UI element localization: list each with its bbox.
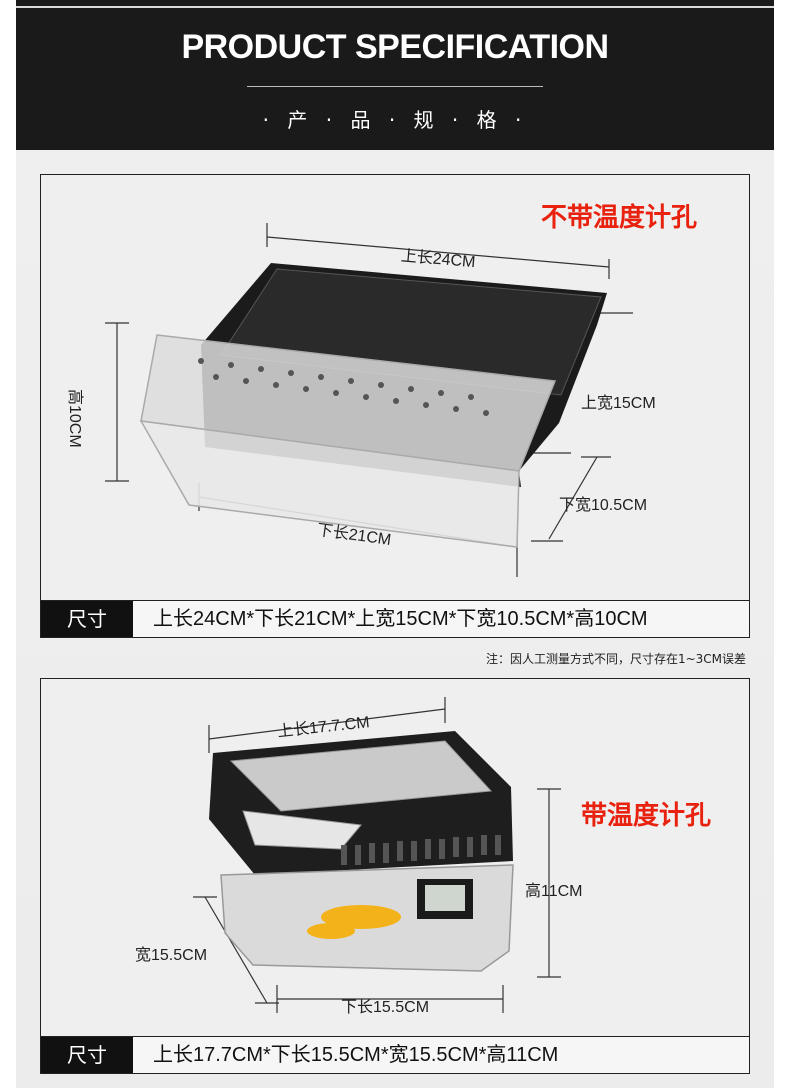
spec-bar-2: 尺寸 上长17.7CM*下长15.5CM*宽15.5CM*高11CM	[41, 1036, 749, 1073]
dim-bottom-length: 下长15.5CM	[341, 999, 430, 1016]
dim-height: 高11CM	[525, 883, 583, 900]
product-panel-with-thermometer: 带温度计孔 上长17.7.CM 高11CM 宽15.5CM 下长15.5CM 尺…	[40, 678, 750, 1074]
box-illustration-1	[105, 223, 633, 577]
dim-width: 宽15.5CM	[135, 947, 208, 964]
spec-value: 上长24CM*下长21CM*上宽15CM*下宽10.5CM*高10CM	[153, 608, 648, 630]
dim-bottom-width: 下宽10.5CM	[559, 497, 648, 514]
header-divider	[247, 86, 543, 87]
header-top-line	[16, 6, 774, 8]
spec-bar-1: 尺寸 上长24CM*下长21CM*上宽15CM*下宽10.5CM*高10CM	[41, 600, 749, 637]
no-thermometer-badge: 不带温度计孔	[541, 203, 698, 233]
dim-top-width: 上宽15CM	[581, 395, 656, 412]
measurement-note: 注：因人工测量方式不同，尺寸存在1~3CM误差	[485, 652, 746, 666]
spec-label: 尺寸	[41, 601, 133, 637]
spec-label: 尺寸	[41, 1037, 133, 1073]
spec-value: 上长17.7CM*下长15.5CM*宽15.5CM*高11CM	[153, 1044, 559, 1066]
page-title: PRODUCT SPECIFICATION	[181, 28, 609, 66]
thermometer-badge: 带温度计孔	[581, 801, 712, 831]
header-band	[16, 0, 774, 150]
box-illustration-2	[193, 697, 561, 1013]
product-panel-no-thermometer: 不带温度计孔 上长24CM 高10CM 上宽15CM 下宽10.5CM 下长21…	[40, 174, 750, 638]
dim-height: 高10CM	[66, 389, 83, 448]
page-subtitle: · 产 · 品 · 规 · 格 ·	[262, 108, 528, 132]
